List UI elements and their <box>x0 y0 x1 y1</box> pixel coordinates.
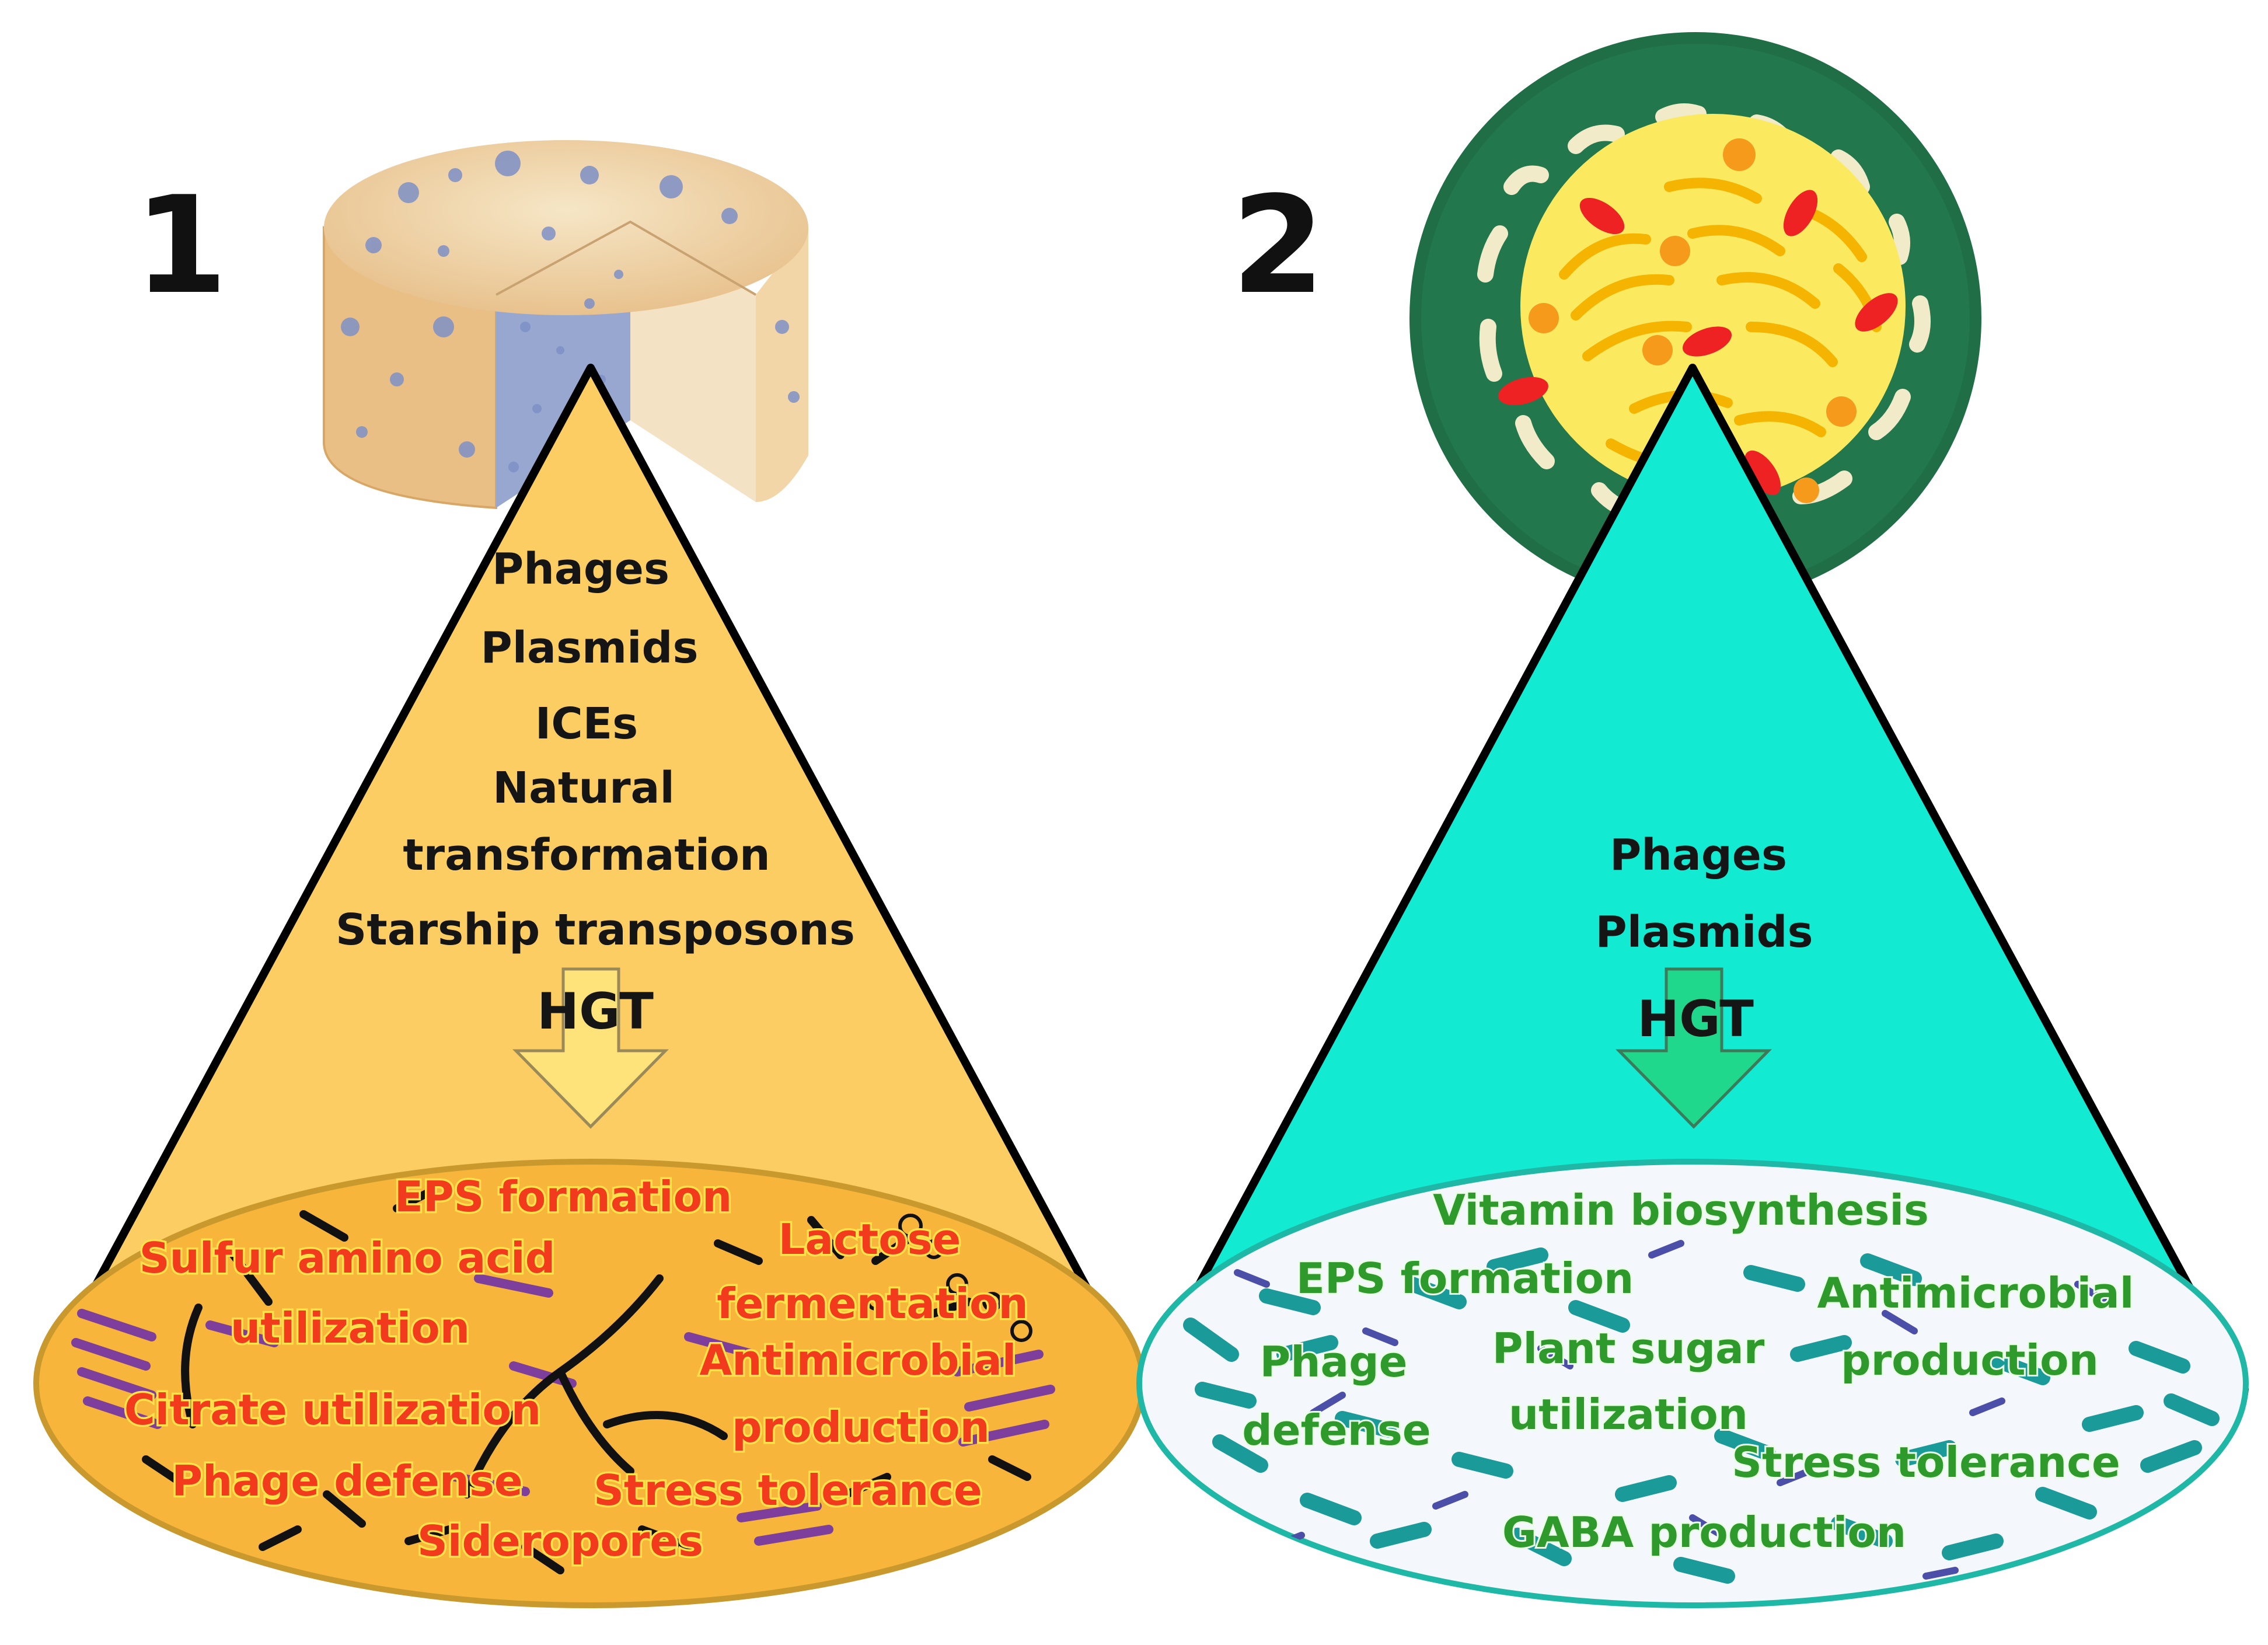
trait-phage-defense: Phage defense <box>172 1456 523 1505</box>
trait-sulfur-amino-acid: Sulfur amino acid <box>139 1233 556 1282</box>
trait-production: production <box>1841 1336 2099 1385</box>
trait-plant-sugar: Plant sugar <box>1492 1324 1765 1373</box>
hgt-label-1: HGT <box>537 982 654 1041</box>
mechanism-phages: Phages <box>492 544 669 594</box>
trait-stress-tolerance: Stress tolerance <box>594 1466 982 1515</box>
mechanism-natural: Natural <box>493 763 675 813</box>
trait-sideropores: Sideropores <box>417 1517 703 1566</box>
trait-production: production <box>732 1403 990 1452</box>
mechanism-plasmids: Plasmids <box>480 623 698 673</box>
trait-citrate-utilization: Citrate utilization <box>124 1385 541 1434</box>
trait-stress-tolerance: Stress tolerance <box>1732 1438 2120 1487</box>
panel-2-number: 2 <box>1231 168 1325 324</box>
mechanism-phages: Phages <box>1610 830 1787 880</box>
mechanism-transformation: transformation <box>403 830 770 880</box>
trait-defense: defense <box>1242 1406 1430 1455</box>
trait-eps-formation: EPS formation <box>395 1172 732 1221</box>
hgt-label-2: HGT <box>1637 990 1754 1048</box>
trait-phage: Phage <box>1260 1337 1408 1386</box>
mechanism-ices: ICEs <box>535 699 638 749</box>
trait-utilization: utilization <box>1509 1390 1748 1439</box>
trait-utilization: utilization <box>231 1304 470 1353</box>
trait-eps-formation: EPS formation <box>1296 1254 1634 1303</box>
mechanism-starship-transposons: Starship transposons <box>336 905 855 955</box>
trait-gaba-production: GABA production <box>1502 1508 1906 1557</box>
mechanism-plasmids: Plasmids <box>1595 907 1813 957</box>
trait-fermentation: fermentation <box>717 1279 1028 1328</box>
trait-antimicrobial: Antimicrobial <box>1817 1268 2134 1318</box>
trait-antimicrobial: Antimicrobial <box>700 1336 1017 1385</box>
trait-lactose: Lactose <box>779 1215 961 1264</box>
panel-2: 2 <box>1139 32 2246 1605</box>
panel-1: 1 <box>36 140 1143 1605</box>
trait-vitamin-biosynthesis: Vitamin biosynthesis <box>1433 1186 1929 1235</box>
panel-1-number: 1 <box>134 168 228 324</box>
